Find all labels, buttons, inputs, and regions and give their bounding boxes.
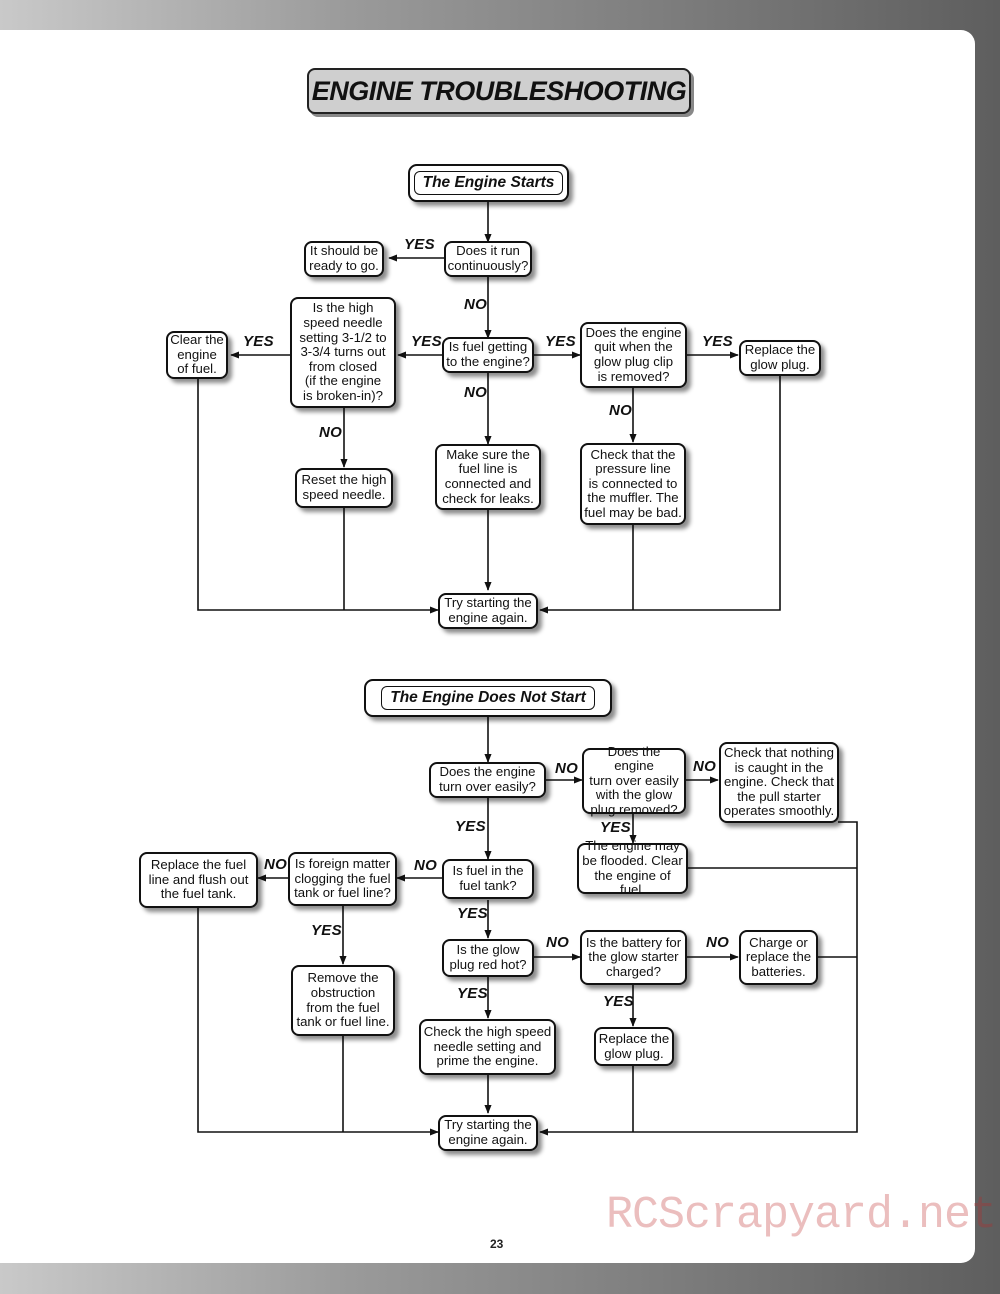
replace-fuel-line-box: Replace the fuel line and flush out the … — [139, 852, 258, 908]
label-yes: YES — [404, 236, 435, 253]
label-no: NO — [609, 402, 633, 419]
label-no: NO — [319, 424, 343, 441]
label-no: NO — [706, 934, 730, 951]
label-yes: YES — [457, 985, 488, 1002]
label-yes: YES — [455, 818, 486, 835]
charge-batteries-box: Charge or replace the batteries. — [739, 930, 818, 985]
fuel-getting-box: Is fuel getting to the engine? — [442, 337, 534, 373]
label-yes: YES — [702, 333, 733, 350]
ready-to-go-box: It should be ready to go. — [304, 241, 384, 277]
battery-charged-box: Is the battery for the glow starter char… — [580, 930, 687, 985]
engine-flooded-box: The engine may be flooded. Clear the eng… — [577, 839, 688, 897]
label-no: NO — [464, 296, 488, 313]
needle-setting-box: Is the high speed needle setting 3-1/2 t… — [290, 297, 396, 408]
label-yes: YES — [600, 819, 631, 836]
does-it-run-box: Does it run continuously? — [444, 241, 532, 277]
reset-needle-box: Reset the high speed needle. — [295, 468, 393, 508]
check-nothing-caught-box: Check that nothing is caught in the engi… — [719, 742, 839, 823]
label-no: NO — [414, 857, 438, 874]
check-fuel-line-box: Make sure the fuel line is connected and… — [435, 444, 541, 510]
try-again-box-1: Try starting the engine again. — [438, 593, 538, 629]
turn-over-box: Does the engine turn over easily? — [429, 762, 546, 798]
replace-glow-plug-box: Replace the glow plug. — [739, 340, 821, 376]
label-yes: YES — [411, 333, 442, 350]
engine-does-not-start-header: The Engine Does Not Start — [364, 679, 612, 717]
label-no: NO — [555, 760, 579, 777]
turn-over-glow-removed-box: Does the engine turn over easily with th… — [582, 744, 686, 817]
label-yes: YES — [311, 922, 342, 939]
page-title: ENGINE TROUBLESHOOTING — [307, 68, 691, 114]
quit-glow-clip-box: Does the engine quit when the glow plug … — [580, 322, 687, 388]
label-yes: YES — [457, 905, 488, 922]
engine-starts-header: The Engine Starts — [408, 164, 569, 202]
engine-starts-label: The Engine Starts — [413, 171, 564, 195]
try-again-box-2: Try starting the engine again. — [438, 1115, 538, 1151]
label-no: NO — [693, 758, 717, 775]
label-yes: YES — [243, 333, 274, 350]
check-pressure-line-box: Check that the pressure line is connecte… — [580, 443, 686, 525]
label-no: NO — [546, 934, 570, 951]
label-yes: YES — [545, 333, 576, 350]
label-no: NO — [264, 856, 288, 873]
fuel-in-tank-box: Is fuel in the fuel tank? — [442, 859, 534, 899]
check-high-speed-needle-box: Check the high speed needle setting and … — [419, 1019, 556, 1075]
label-no: NO — [464, 384, 488, 401]
page-number: 23 — [490, 1237, 504, 1251]
remove-obstruction-box: Remove the obstruction from the fuel tan… — [291, 965, 395, 1036]
glow-plug-red-hot-box: Is the glow plug red hot? — [442, 939, 534, 977]
clear-engine-box: Clear the engine of fuel. — [166, 331, 228, 379]
foreign-matter-box: Is foreign matter clogging the fuel tank… — [288, 852, 397, 906]
replace-glow-plug-box-2: Replace the glow plug. — [594, 1027, 674, 1066]
engine-does-not-start-label: The Engine Does Not Start — [381, 686, 595, 710]
watermark: RCScrapyard.net — [606, 1190, 997, 1241]
label-yes: YES — [603, 993, 634, 1010]
